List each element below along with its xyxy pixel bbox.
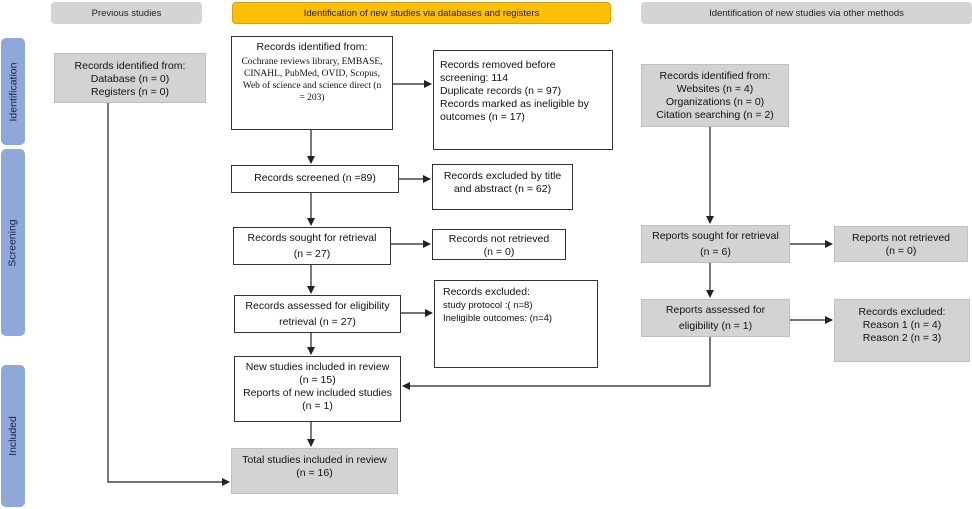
reports-sought-box: Reports sought for retrieval (n = 6)	[641, 225, 790, 263]
other-sought-line2: (n = 6)	[700, 246, 731, 258]
total-line1: Total studies included in review	[242, 454, 387, 466]
database-records-line1: Cochrane reviews library, EMBASE,	[241, 57, 383, 67]
new-included-line1: New studies included in review	[245, 361, 390, 373]
previous-records-database: Database (n = 0)	[90, 73, 170, 85]
records-removed-box: Records removed before screening: 114 Du…	[433, 50, 613, 150]
records-not-retrieved-box: Records not retrieved (n = 0)	[432, 229, 566, 260]
not-retrieved-line1: Records not retrieved	[448, 233, 550, 245]
total-line2: (n = 16)	[296, 467, 333, 479]
new-included-line4: (n = 1)	[302, 400, 333, 412]
new-included-line2: (n = 15)	[299, 374, 336, 386]
removed-line2: screening: 114	[440, 72, 509, 84]
phase-identification: Identification	[1, 38, 25, 145]
excluded-elig-line3: Ineligible outcomes: (n=4)	[443, 313, 553, 324]
excluded-title-line1: Records excluded by title	[443, 170, 562, 182]
removed-line1: Records removed before	[440, 59, 556, 71]
other-excluded-line3: Reason 2 (n = 3)	[862, 332, 942, 344]
other-not-retrieved-line1: Reports not retrieved	[851, 232, 951, 244]
database-records-line2: CINAHL, PubMed, OVID, Scopus,	[244, 69, 380, 79]
arrow-previous-to-total	[107, 103, 230, 486]
database-records-line3: Web of science and science direct (n	[242, 81, 382, 91]
removed-line5: outcomes (n = 17)	[440, 111, 525, 123]
records-assessed-box: Records assessed for eligibility retriev…	[234, 295, 401, 333]
excluded-elig-line1: Records excluded:	[443, 286, 530, 298]
database-records-title: Records identified from:	[256, 41, 368, 53]
previous-records-registers: Registers (n = 0)	[91, 86, 169, 98]
total-studies-included-box: Total studies included in review (n = 16…	[231, 448, 398, 494]
other-excluded-line1: Records excluded:	[858, 306, 946, 318]
sought-line2: (n = 27)	[293, 248, 331, 260]
other-excluded-line2: Reason 1 (n = 4)	[862, 319, 942, 331]
database-records-box: Records identified from: Cochrane review…	[231, 36, 393, 130]
arrow-reports-assessed-to-new-included	[402, 337, 711, 390]
other-records-title: Records identified from:	[659, 70, 771, 82]
reports-not-retrieved-box: Reports not retrieved (n = 0)	[834, 226, 968, 262]
excluded-title-abstract-box: Records excluded by title and abstract (…	[432, 164, 573, 210]
removed-line4: Records marked as ineligible by	[440, 98, 589, 110]
reports-excluded-box: Records excluded: Reason 1 (n = 4) Reaso…	[834, 299, 970, 362]
excluded-title-line2: and abstract (n = 62)	[453, 183, 552, 195]
header-previous-studies: Previous studies	[51, 2, 202, 24]
other-records-citation: Citation searching (n = 2)	[656, 109, 774, 121]
other-assessed-line1: Reports assessed for	[665, 304, 766, 316]
other-not-retrieved-line2: (n = 0)	[885, 245, 917, 257]
new-studies-included-box: New studies included in review (n = 15) …	[234, 356, 401, 422]
phase-screening: Screening	[1, 149, 25, 336]
other-records-websites: Websites (n = 4)	[676, 83, 754, 95]
excluded-elig-line2: study protocol :( n=8)	[443, 300, 533, 311]
assessed-line2: retrieval (n = 27)	[279, 316, 356, 328]
other-sought-line1: Reports sought for retrieval	[652, 230, 779, 242]
records-sought-box: Records sought for retrieval (n = 27)	[233, 227, 391, 265]
header-other-methods: Identification of new studies via other …	[641, 2, 972, 24]
new-included-line3: Reports of new included studies	[243, 387, 392, 399]
phase-included: Included	[1, 365, 25, 507]
other-records-box: Records identified from: Websites (n = 4…	[641, 64, 789, 127]
records-excluded-eligibility-box: Records excluded: study protocol :( n=8)…	[434, 280, 598, 368]
reports-assessed-box: Reports assessed for eligibility (n = 1)	[641, 299, 790, 337]
other-records-organizations: Organizations (n = 0)	[665, 96, 765, 108]
database-records-line4: = 203)	[299, 93, 325, 103]
records-screened-box: Records screened (n =89)	[231, 165, 399, 193]
removed-line3: Duplicate records (n = 97)	[440, 85, 562, 97]
assessed-line1: Records assessed for eligibility	[245, 300, 390, 312]
previous-records-title: Records identified from:	[74, 60, 186, 72]
other-assessed-line2: eligibility (n = 1)	[678, 320, 753, 332]
sought-line1: Records sought for retrieval	[247, 232, 377, 244]
header-databases-registers: Identification of new studies via databa…	[232, 2, 611, 24]
not-retrieved-line2: (n = 0)	[483, 246, 515, 258]
previous-records-box: Records identified from: Database (n = 0…	[54, 53, 206, 103]
screened-text: Records screened (n =89)	[254, 172, 376, 184]
